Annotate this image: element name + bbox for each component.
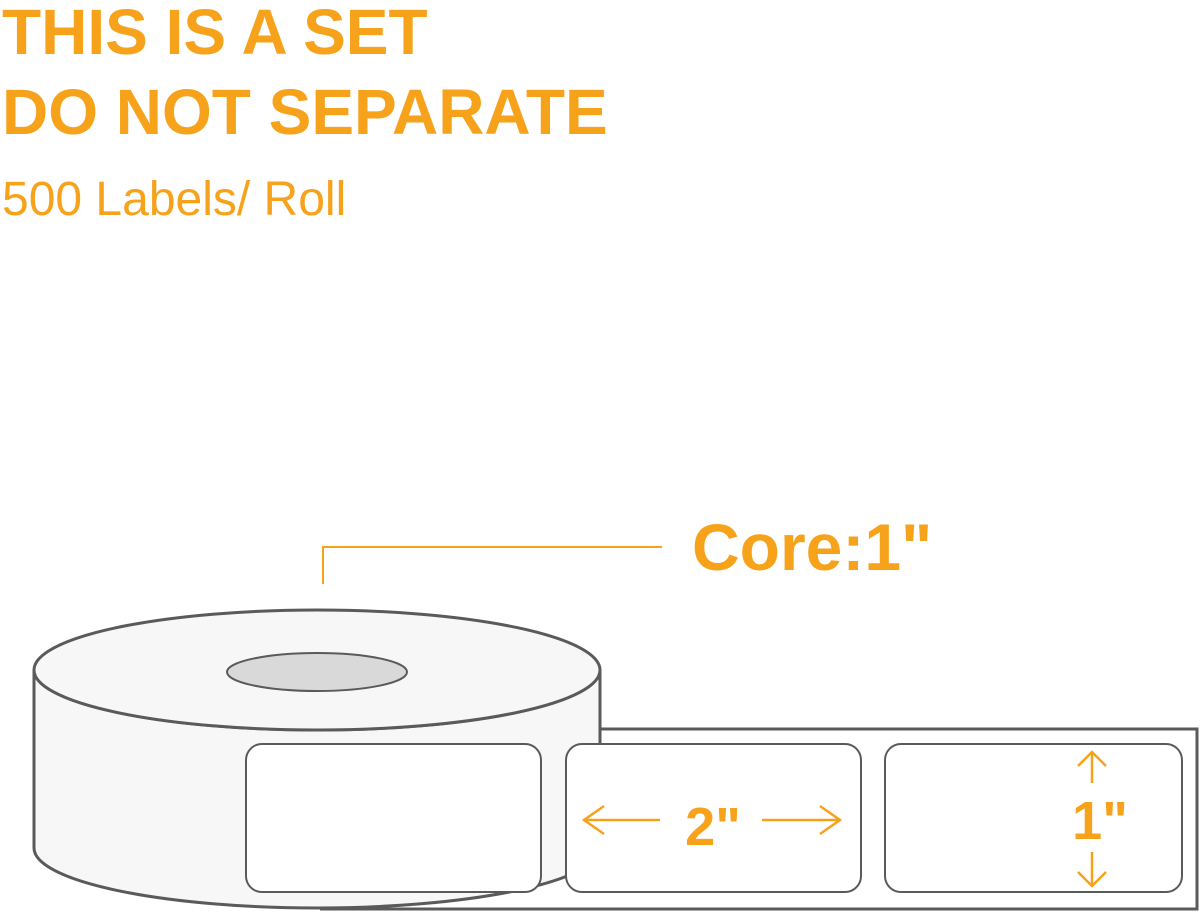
- core-size-label: Core:1": [692, 510, 932, 584]
- label-height-value: 1": [1072, 791, 1128, 851]
- label-height-dimension: [884, 743, 1183, 893]
- right-arrow-icon: [762, 804, 843, 836]
- roll-core-hole: [226, 652, 408, 692]
- label-width-value: 2": [685, 797, 741, 857]
- labels-per-roll: 500 Labels/ Roll: [2, 173, 347, 226]
- down-arrow-icon: [1077, 852, 1107, 888]
- left-arrow-icon: [581, 804, 660, 836]
- label-blank: [245, 743, 542, 893]
- up-arrow-icon: [1077, 750, 1107, 783]
- label-width-dimension: [565, 743, 862, 893]
- headline-line-2: DO NOT SEPARATE: [2, 76, 608, 148]
- core-leader-line: [322, 546, 662, 584]
- headline-line-1: THIS IS A SET: [2, 0, 428, 68]
